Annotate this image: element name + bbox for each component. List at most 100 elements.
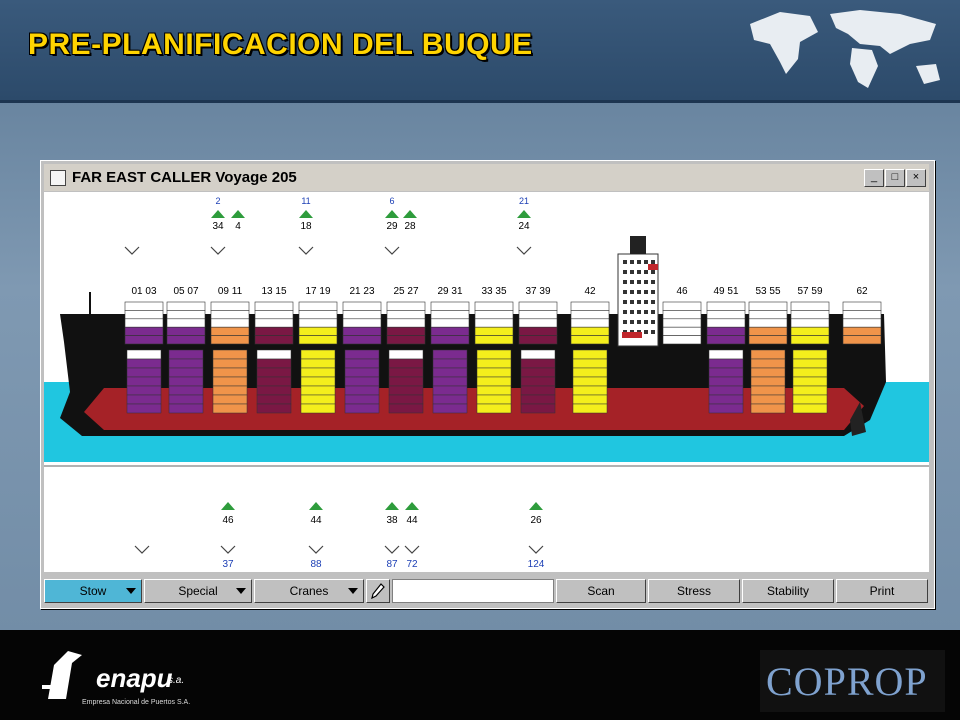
hold-container xyxy=(750,349,786,360)
chevron-down-icon xyxy=(134,545,150,554)
deck-container xyxy=(570,301,610,311)
deck-container xyxy=(570,335,610,345)
world-map-icon xyxy=(750,10,940,88)
hold-container xyxy=(708,367,744,378)
coprop-wordmark: COPROP xyxy=(766,659,928,704)
enapu-subtitle: Empresa Nacional de Puertos S.A. xyxy=(82,699,191,706)
bridge-window xyxy=(623,280,627,284)
deck-container xyxy=(298,326,338,336)
deck-container xyxy=(342,310,382,320)
deck-container xyxy=(474,301,514,311)
hold-container xyxy=(476,403,512,414)
bridge-window xyxy=(644,320,648,324)
hold-container xyxy=(256,349,292,360)
toolbar: Stow Special Cranes Scan Stress Stabilit… xyxy=(44,579,929,603)
deck-container xyxy=(662,310,702,320)
hold-container xyxy=(256,403,292,414)
bridge-window xyxy=(630,310,634,314)
crane-logo-icon xyxy=(42,651,82,699)
chevron-down-icon xyxy=(348,588,358,594)
hold-container xyxy=(212,349,248,360)
hold-container xyxy=(432,385,468,396)
bay-label: 33 35 xyxy=(481,286,506,297)
close-button[interactable]: × xyxy=(906,169,926,187)
hold-container xyxy=(572,349,608,360)
cranes-dropdown[interactable]: Cranes xyxy=(254,579,364,603)
hold-container xyxy=(708,403,744,414)
deck-container xyxy=(748,310,788,320)
deck-container xyxy=(166,326,206,336)
app-icon xyxy=(50,170,66,186)
chevron-down-icon xyxy=(220,545,236,554)
enapu-wordmark: enapu xyxy=(96,663,173,693)
deck-container xyxy=(662,318,702,328)
hold-container xyxy=(256,394,292,405)
deck-container xyxy=(298,335,338,345)
chevron-down-icon xyxy=(516,246,532,255)
bridge-window xyxy=(630,320,634,324)
chevron-down-icon xyxy=(384,246,400,255)
deck-container xyxy=(254,310,294,320)
deck-container xyxy=(570,310,610,320)
hold-container xyxy=(750,367,786,378)
crane-id-label: 6 xyxy=(389,196,394,206)
bay-label: 53 55 xyxy=(755,286,780,297)
bay-label: 01 03 xyxy=(131,286,156,297)
bottom-count-label: 46 xyxy=(222,515,234,526)
stow-dropdown[interactable]: Stow xyxy=(44,579,142,603)
stability-button[interactable]: Stability xyxy=(742,579,834,603)
window-titlebar[interactable]: FAR EAST CALLER Voyage 205 _ □ × xyxy=(44,164,929,191)
bridge-window xyxy=(623,290,627,294)
pencil-button[interactable] xyxy=(366,579,390,603)
scan-button[interactable]: Scan xyxy=(556,579,646,603)
crane-id-label: 2 xyxy=(215,196,220,206)
bridge-window xyxy=(637,260,641,264)
bridge-window xyxy=(630,270,634,274)
bay-label: 09 11 xyxy=(218,286,243,297)
hold-container xyxy=(388,394,424,405)
stress-button[interactable]: Stress xyxy=(648,579,740,603)
hold-container xyxy=(750,358,786,369)
deck-container xyxy=(748,326,788,336)
pencil-icon xyxy=(371,583,385,600)
hold-container xyxy=(572,385,608,396)
chevron-down-icon xyxy=(384,545,400,554)
deck-container xyxy=(518,326,558,336)
bridge-window xyxy=(637,270,641,274)
deck-container xyxy=(430,335,470,345)
deck-container xyxy=(166,301,206,311)
hold-container xyxy=(572,376,608,387)
minimize-button[interactable]: _ xyxy=(864,169,884,187)
chevron-down-icon xyxy=(298,246,314,255)
deck-container xyxy=(166,310,206,320)
hold-container xyxy=(212,376,248,387)
bridge-window xyxy=(637,300,641,304)
special-dropdown[interactable]: Special xyxy=(144,579,252,603)
crane-up-arrow-icon xyxy=(221,502,235,510)
maximize-button[interactable]: □ xyxy=(885,169,905,187)
bridge-window xyxy=(651,300,655,304)
hold-container xyxy=(388,349,424,360)
print-button[interactable]: Print xyxy=(836,579,928,603)
bridge-window xyxy=(644,280,648,284)
deck-container xyxy=(342,335,382,345)
hold-container xyxy=(212,385,248,396)
hold-container xyxy=(750,403,786,414)
crane-id-label: 11 xyxy=(301,196,310,206)
hold-container xyxy=(256,367,292,378)
hold-container xyxy=(344,367,380,378)
hold-container xyxy=(432,349,468,360)
bridge-window xyxy=(623,300,627,304)
deck-container xyxy=(474,335,514,345)
deck-container xyxy=(518,310,558,320)
deck-container xyxy=(518,301,558,311)
crane-up-arrow-icon xyxy=(385,210,399,218)
hold-container xyxy=(388,376,424,387)
chevron-down-icon xyxy=(528,545,544,554)
deck-container xyxy=(662,301,702,311)
bridge-window xyxy=(651,270,655,274)
hold-container xyxy=(432,358,468,369)
